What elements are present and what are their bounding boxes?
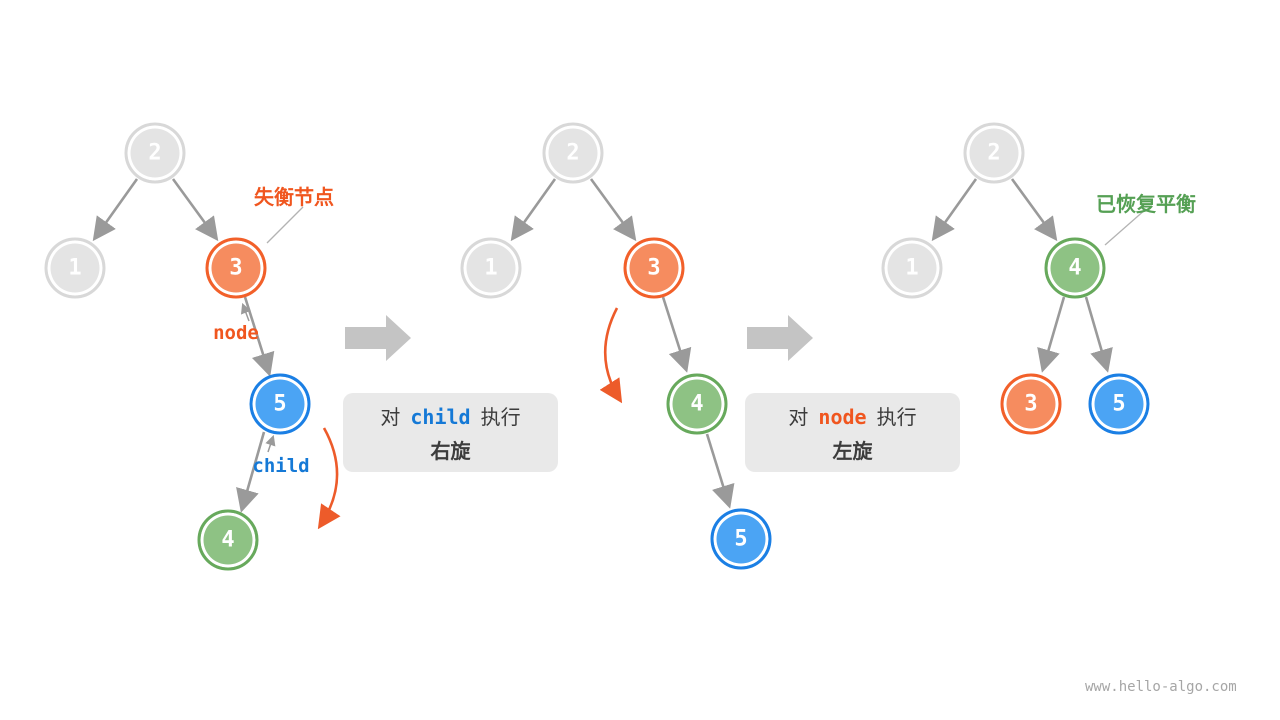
edge xyxy=(661,296,692,373)
caption-code-child: child xyxy=(410,405,471,429)
left-rotate-arrow xyxy=(599,307,623,404)
tree3-node-5: 5 xyxy=(1088,373,1150,435)
edge xyxy=(931,178,978,242)
tree1-node-2: 2 xyxy=(124,122,186,184)
tree2-node-2: 2 xyxy=(542,122,604,184)
site-watermark: www.hello-algo.com xyxy=(1085,679,1237,695)
caption-suffix: 执行 xyxy=(480,407,521,429)
node-pointer-arrow xyxy=(240,302,251,322)
edge xyxy=(1037,296,1066,373)
caption-prefix: 对 xyxy=(380,407,401,429)
caption-right-rotation: 对 child 执行 右旋 xyxy=(343,393,558,472)
caption-left-rotation: 对 node 执行 左旋 xyxy=(745,393,960,472)
edge xyxy=(705,433,735,509)
tree3-node-2: 2 xyxy=(963,122,1025,184)
caption-action-right-rotate: 右旋 xyxy=(430,441,471,463)
tree2-node-1: 1 xyxy=(460,237,522,299)
edge xyxy=(171,178,219,242)
restored-pointer-line xyxy=(1104,208,1147,246)
unbalanced-node-label: 失衡节点 xyxy=(254,187,334,209)
right-rotate-arrow xyxy=(317,427,341,530)
tree3-edges xyxy=(931,178,1113,373)
caption-code-node: node xyxy=(818,405,867,429)
tree1-edges xyxy=(92,178,275,513)
edge xyxy=(510,178,557,242)
caption-action-left-rotate: 左旋 xyxy=(832,441,873,463)
tree2-node-5: 5 xyxy=(710,508,772,570)
child-pointer-arrow xyxy=(265,434,276,453)
tree3-node-1: 1 xyxy=(881,237,943,299)
caption-left-rotation-line1: 对 node 执行 xyxy=(788,401,916,430)
edge xyxy=(1084,296,1113,373)
tree2-node-4: 4 xyxy=(666,373,728,435)
tree1-node-1: 1 xyxy=(44,237,106,299)
tree1-node-3: 3 xyxy=(205,237,267,299)
tree3-node-4: 4 xyxy=(1044,237,1106,299)
child-pointer-label: child xyxy=(252,455,310,477)
caption-right-rotation-line1: 对 child 执行 xyxy=(380,401,520,430)
edge xyxy=(92,178,139,242)
tree1-node-5: 5 xyxy=(249,373,311,435)
edge xyxy=(589,178,637,242)
tree2-edges xyxy=(510,178,735,509)
balance-restored-label: 已恢复平衡 xyxy=(1096,194,1196,216)
tree1-node-4: 4 xyxy=(197,509,259,571)
unbalanced-pointer-line xyxy=(266,206,304,244)
caption-prefix: 对 xyxy=(788,407,809,429)
flow-arrow-1 xyxy=(345,315,411,361)
tree3-node-3: 3 xyxy=(1000,373,1062,435)
tree2-node-3: 3 xyxy=(623,237,685,299)
edge xyxy=(1010,178,1058,242)
flow-arrow-2 xyxy=(747,315,813,361)
edge xyxy=(236,431,266,513)
caption-suffix: 执行 xyxy=(876,407,917,429)
node-pointer-label: node xyxy=(213,322,259,344)
